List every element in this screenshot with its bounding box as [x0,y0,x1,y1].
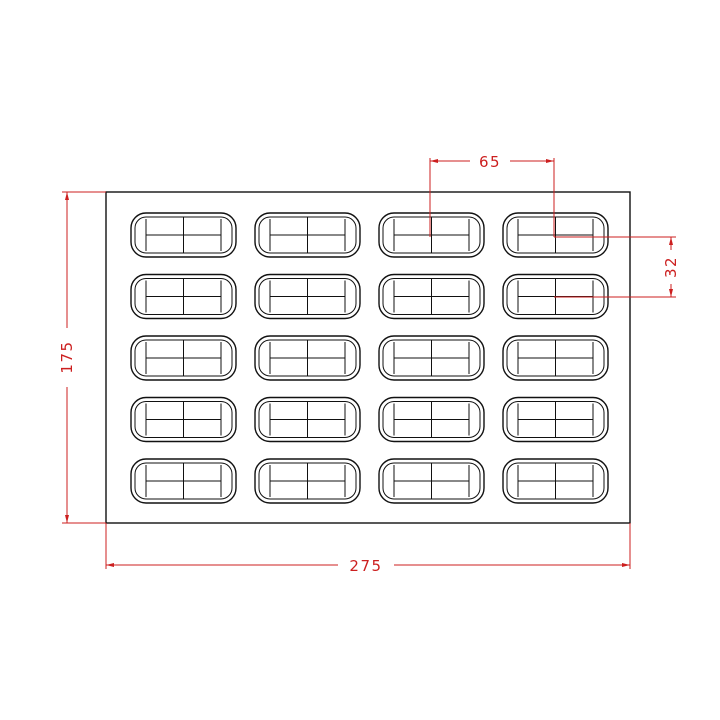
cavity [130,458,237,504]
dimension-overall-width: 275 [105,523,631,575]
cavity [130,396,237,443]
cavity [502,396,609,443]
cavity [254,273,361,320]
mold-plate-outline [105,191,631,524]
dimension-cavity-height: 32 [554,236,680,298]
dimension-cavity-pitch: 65 [429,153,555,237]
cavity [502,335,609,381]
cavity [254,396,361,443]
cavity-grid [130,212,609,504]
cavity [254,335,361,381]
dimension-label-height: 32 [662,256,680,278]
dimension-overall-height: 175 [58,191,106,524]
cavity [378,273,485,320]
cavity [378,396,485,443]
cavity [502,458,609,504]
cavity [130,212,237,258]
cavity [130,273,237,320]
cavity [378,335,485,381]
dimension-label-pitch: 65 [479,153,501,171]
dimension-label-overall-height: 175 [58,340,76,373]
cavity [378,212,485,258]
cavity [254,458,361,504]
cavity [502,212,609,258]
cavity [130,335,237,381]
dimension-label-overall-width: 275 [349,557,382,575]
cavity [254,212,361,258]
cavity [378,458,485,504]
